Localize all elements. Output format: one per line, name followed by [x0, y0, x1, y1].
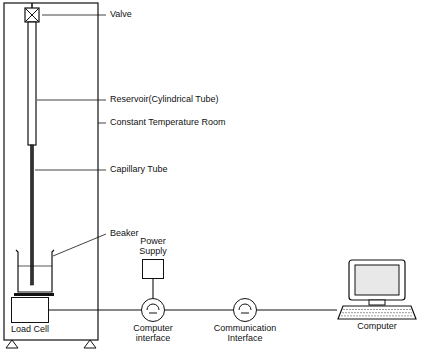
computer-icon — [337, 258, 417, 320]
device-box — [142, 259, 164, 279]
interface-symbol — [142, 299, 164, 321]
part-label: Beaker — [110, 229, 139, 239]
leader-lines — [35, 15, 106, 256]
device-node: Computer interface — [118, 298, 188, 344]
inlet-pipe — [31, 3, 33, 8]
computer-node: Computer — [336, 258, 418, 332]
signal-wire — [152, 279, 153, 298]
valve-symbol — [25, 8, 39, 22]
capillary-tube — [31, 145, 34, 285]
device-box — [11, 297, 49, 323]
beaker-symbol — [16, 250, 54, 292]
node-label: Communication Interface — [209, 324, 281, 344]
support-feet — [6, 340, 96, 348]
signal-wire — [257, 309, 337, 310]
node-label: Computer — [357, 322, 397, 332]
interface-circle — [233, 298, 257, 322]
part-label: Reservoir(Cylindrical Tube) — [110, 95, 219, 105]
interface-circle — [141, 298, 165, 322]
constant-temperature-room — [4, 3, 98, 340]
part-label: Constant Temperature Room — [110, 118, 225, 128]
part-label: Valve — [110, 10, 132, 20]
signal-wire — [49, 309, 141, 310]
interface-symbol — [234, 299, 256, 321]
node-label: Computer interface — [128, 324, 178, 344]
device-node: Communication Interface — [205, 298, 285, 344]
node-label: Power Supply — [135, 237, 171, 257]
device-node: Power Supply — [128, 237, 178, 279]
reservoir-tube — [28, 22, 36, 145]
node-label: Load Cell — [11, 325, 49, 335]
signal-wire — [165, 309, 233, 310]
part-label: Capillary Tube — [110, 165, 168, 175]
beaker-platform — [14, 293, 54, 296]
device-node: Load Cell — [10, 297, 50, 335]
